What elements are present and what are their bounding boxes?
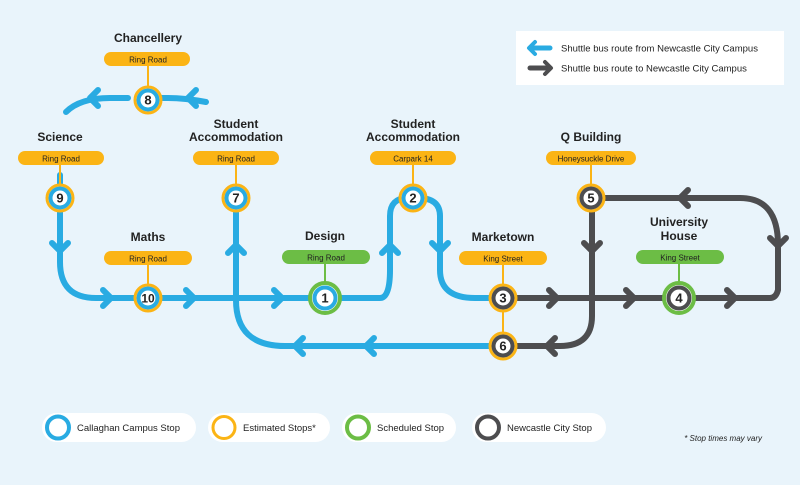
arrow-icon bbox=[185, 87, 199, 109]
stop-3[interactable]: Marketown King Street 3 bbox=[459, 230, 547, 332]
arrow-icon bbox=[292, 335, 306, 357]
arrow-icon bbox=[546, 287, 560, 309]
arrow-icon bbox=[429, 240, 451, 254]
stop-7[interactable]: Student Accommodation Ring Road 7 bbox=[189, 117, 283, 213]
route-legend: Shuttle bus route from Newcastle City Ca… bbox=[516, 31, 784, 85]
stop-name: House bbox=[661, 229, 698, 243]
stop-8[interactable]: Chancellery Ring Road 8 bbox=[104, 31, 190, 115]
stop-road: King Street bbox=[660, 254, 700, 263]
stop-number: 8 bbox=[144, 93, 151, 108]
stops: Chancellery Ring Road 8 Science Ring Roa… bbox=[18, 31, 724, 361]
stop-number: 3 bbox=[499, 291, 506, 306]
stop-road: Honeysuckle Drive bbox=[558, 155, 625, 164]
legend-route-from-city: Shuttle bus route from Newcastle City Ca… bbox=[561, 44, 758, 55]
stop-number: 9 bbox=[56, 191, 63, 206]
arrow-icon bbox=[724, 287, 738, 309]
stop-name: Maths bbox=[131, 230, 166, 244]
routes bbox=[49, 87, 789, 357]
stop-name: Science bbox=[37, 130, 83, 144]
stop-name: Design bbox=[305, 229, 345, 243]
blue-route-path bbox=[57, 95, 503, 349]
stop-number: 7 bbox=[232, 191, 239, 206]
arrow-icon bbox=[767, 235, 789, 249]
stop-name: Q Building bbox=[561, 130, 622, 144]
stop-name: Marketown bbox=[472, 230, 535, 244]
stop-4[interactable]: University House King Street 4 bbox=[636, 215, 724, 315]
arrow-right-icon bbox=[543, 60, 553, 76]
stop-road: Ring Road bbox=[129, 56, 167, 65]
stop-number: 2 bbox=[409, 191, 416, 206]
key-scheduled-stop: Scheduled Stop bbox=[342, 413, 456, 442]
arrow-icon bbox=[100, 287, 114, 309]
arrow-left-icon bbox=[527, 40, 537, 56]
stop-key: Callaghan Campus Stop Estimated Stops* S… bbox=[42, 413, 606, 442]
key-label: Scheduled Stop bbox=[377, 423, 444, 434]
stop-number: 4 bbox=[675, 291, 683, 306]
arrow-icon bbox=[581, 240, 603, 254]
stop-road: Ring Road bbox=[217, 155, 255, 164]
arrow-icon bbox=[87, 87, 101, 109]
arrow-icon bbox=[183, 287, 197, 309]
stop-number: 1 bbox=[321, 291, 328, 306]
arrow-icon bbox=[379, 242, 401, 256]
stop-6[interactable]: 6 bbox=[488, 331, 518, 361]
arrow-icon bbox=[225, 242, 247, 256]
key-label: Estimated Stops* bbox=[243, 423, 316, 434]
stop-name: University bbox=[650, 215, 708, 229]
stop-name: Accommodation bbox=[189, 130, 283, 144]
stop-name: Accommodation bbox=[366, 130, 460, 144]
stop-road: Ring Road bbox=[307, 254, 345, 263]
stop-name: Chancellery bbox=[114, 31, 182, 45]
stop-name: Student bbox=[391, 117, 436, 131]
stop-10[interactable]: Maths Ring Road 10 bbox=[104, 230, 192, 313]
stop-road: Ring Road bbox=[42, 155, 80, 164]
key-estimated-stop: Estimated Stops* bbox=[208, 413, 330, 442]
stop-name: Student bbox=[214, 117, 259, 131]
arrow-icon bbox=[363, 335, 377, 357]
arrow-icon bbox=[271, 287, 285, 309]
stop-number: 5 bbox=[587, 191, 594, 206]
key-label: Callaghan Campus Stop bbox=[77, 423, 180, 434]
grey-route-path bbox=[497, 195, 781, 349]
arrow-icon bbox=[49, 240, 71, 254]
stop-number: 10 bbox=[141, 292, 155, 306]
key-city-stop: Newcastle City Stop bbox=[472, 413, 606, 442]
stop-5[interactable]: Q Building Honeysuckle Drive 5 bbox=[546, 130, 636, 213]
legend-route-to-city: Shuttle bus route to Newcastle City Camp… bbox=[561, 64, 747, 75]
key-label: Newcastle City Stop bbox=[507, 423, 592, 434]
arrow-icon bbox=[544, 335, 558, 357]
stop-road: Ring Road bbox=[129, 255, 167, 264]
stop-1[interactable]: Design Ring Road 1 bbox=[282, 229, 370, 315]
stop-road: King Street bbox=[483, 255, 523, 264]
arrow-icon bbox=[677, 187, 691, 209]
arrow-icon bbox=[623, 287, 637, 309]
stop-number: 6 bbox=[499, 339, 506, 354]
footnote: * Stop times may vary bbox=[684, 434, 763, 443]
key-campus-stop: Callaghan Campus Stop bbox=[42, 413, 196, 442]
stop-9[interactable]: Science Ring Road 9 bbox=[18, 130, 104, 213]
stop-road: Carpark 14 bbox=[393, 155, 433, 164]
stop-2[interactable]: Student Accommodation Carpark 14 2 bbox=[366, 117, 460, 213]
